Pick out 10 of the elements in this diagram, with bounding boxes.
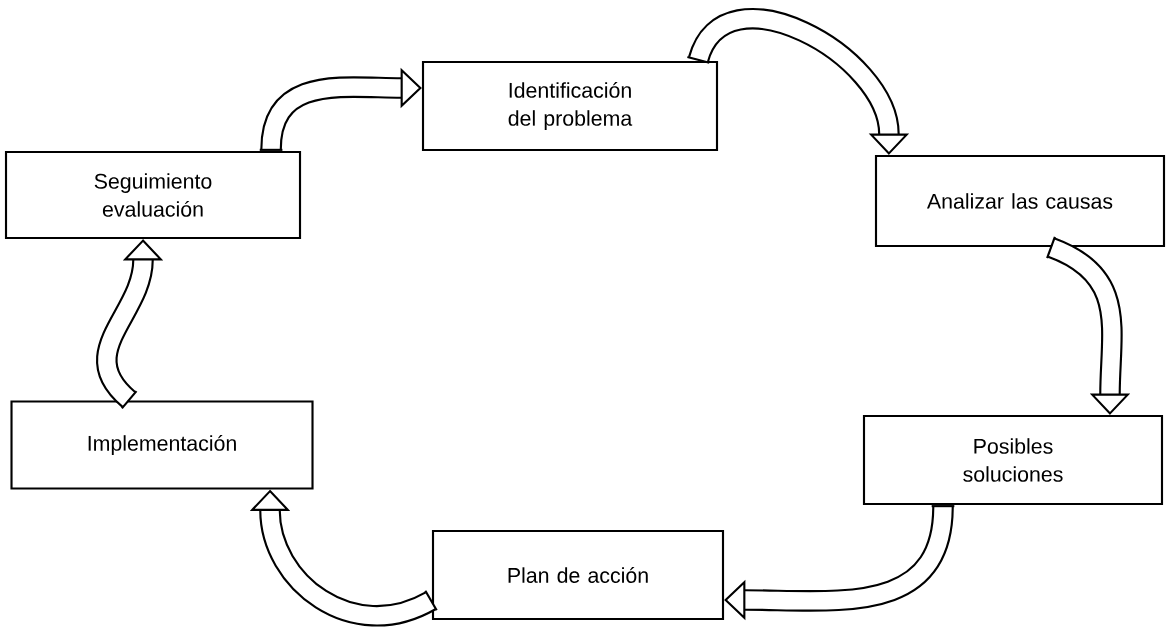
curved-block-arrow bbox=[724, 505, 955, 621]
curved-block-arrow bbox=[259, 67, 422, 151]
process-box: Posibles soluciones bbox=[862, 414, 1164, 506]
process-box: Identificación del problema bbox=[421, 60, 719, 152]
curved-block-arrow bbox=[1046, 236, 1131, 415]
process-box: Implementación bbox=[10, 400, 314, 490]
process-box: Seguimiento evaluación bbox=[4, 150, 302, 240]
curved-block-arrow bbox=[687, 8, 910, 155]
process-box: Plan de acción bbox=[431, 529, 725, 621]
process-box: Analizar las causas bbox=[874, 154, 1166, 248]
